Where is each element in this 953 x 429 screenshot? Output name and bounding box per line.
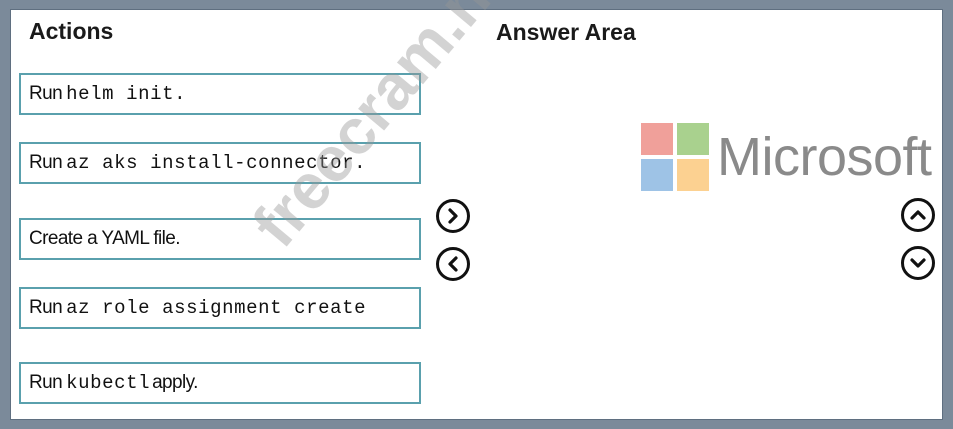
chevron-up-icon: [910, 210, 926, 220]
move-right-button[interactable]: [436, 199, 470, 233]
action-label: Run: [29, 297, 63, 318]
microsoft-logo-icon: [641, 123, 709, 191]
action-label: Run: [29, 83, 63, 104]
chevron-right-icon: [448, 208, 458, 224]
move-down-button[interactable]: [901, 246, 935, 280]
microsoft-wordmark: Microsoft: [717, 127, 932, 187]
answer-area-heading: Answer Area: [496, 19, 636, 45]
move-left-button[interactable]: [436, 247, 470, 281]
action-label: Create a YAML file.: [29, 228, 180, 249]
action-command: helm init.: [66, 83, 187, 105]
action-item-kubectl-apply[interactable]: Run kubectl apply.: [19, 362, 421, 404]
action-item-create-yaml[interactable]: Create a YAML file.: [19, 218, 421, 260]
chevron-left-icon: [448, 256, 458, 272]
logo-square-green: [677, 123, 709, 155]
logo-square-red: [641, 123, 673, 155]
action-command: az aks install-connector.: [66, 152, 367, 174]
action-suffix: apply.: [152, 372, 198, 393]
action-label: Run: [29, 152, 63, 173]
chevron-down-icon: [910, 258, 926, 268]
action-item-helm-init[interactable]: Run helm init.: [19, 73, 421, 115]
dialog-panel: Actions Answer Area Run helm init. Run a…: [10, 0, 943, 420]
action-item-role-assignment[interactable]: Run az role assignment create: [19, 287, 421, 329]
action-item-install-connector[interactable]: Run az aks install-connector.: [19, 142, 421, 184]
logo-square-blue: [641, 159, 673, 191]
actions-heading: Actions: [29, 18, 114, 44]
move-up-button[interactable]: [901, 198, 935, 232]
action-command: az role assignment create: [66, 297, 367, 319]
action-command: kubectl: [66, 372, 151, 394]
logo-square-yellow: [677, 159, 709, 191]
action-label: Run: [29, 372, 63, 393]
